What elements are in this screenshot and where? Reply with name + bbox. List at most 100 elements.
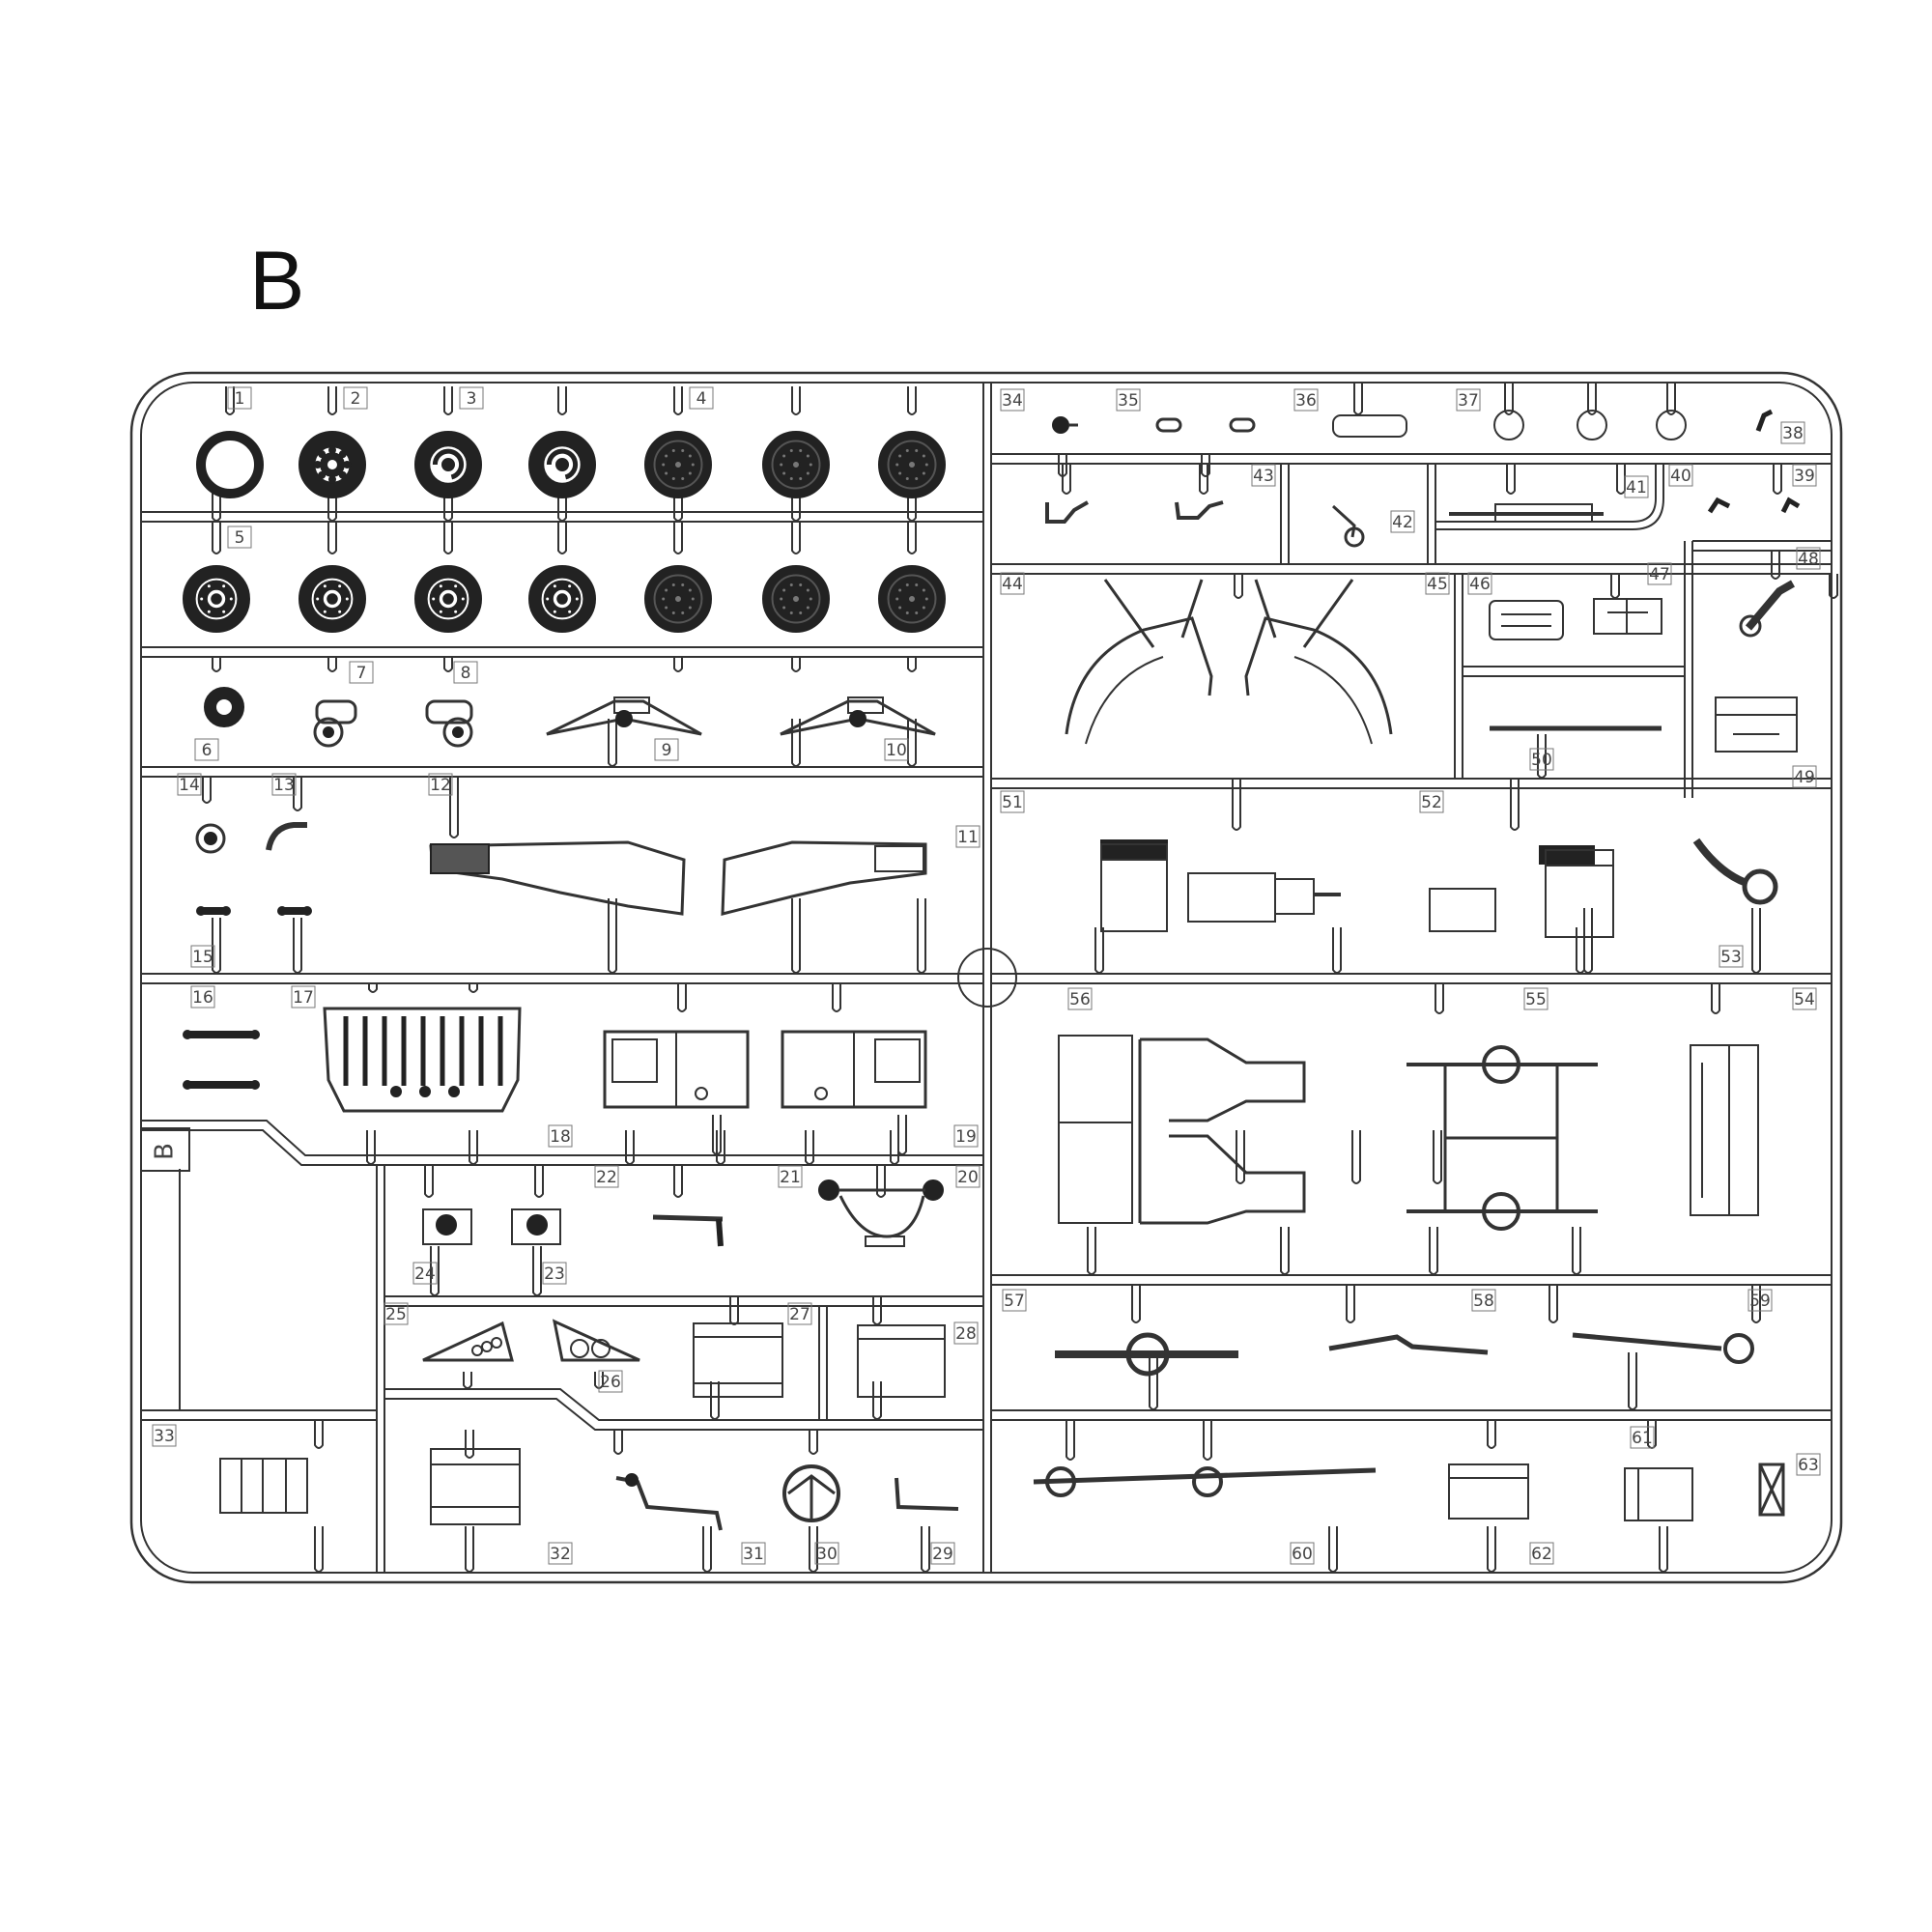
part-3: [414, 431, 482, 498]
part-6: [762, 431, 830, 498]
part-number: 20: [957, 1168, 979, 1187]
part-tag: 57: [1002, 1289, 1027, 1312]
gate: [1659, 1526, 1668, 1573]
gate: [1610, 574, 1620, 599]
gate: [710, 1381, 720, 1420]
part-number: 58: [1473, 1292, 1494, 1311]
part-number: 11: [957, 828, 979, 847]
part-number: 28: [955, 1324, 977, 1344]
part-number: 48: [1798, 550, 1819, 569]
gate: [1711, 983, 1720, 1014]
part-tag: 34: [1000, 388, 1025, 412]
gate: [463, 1372, 472, 1389]
part-tag: 30: [814, 1542, 839, 1565]
part-number: 19: [955, 1127, 977, 1147]
part-number: 41: [1626, 478, 1647, 497]
part-tag: 16: [190, 985, 215, 1009]
gate: [907, 481, 917, 522]
part-number: 54: [1794, 990, 1815, 1009]
gate: [314, 1420, 324, 1449]
gate: [791, 522, 801, 554]
part-22: [603, 1030, 750, 1109]
part-61: [1624, 1467, 1693, 1521]
part-tag: 12: [428, 773, 453, 796]
part-56: [1138, 1037, 1306, 1225]
gate: [917, 898, 926, 974]
part-number: 34: [1002, 391, 1023, 411]
part-30: [782, 1464, 840, 1522]
part-number: 38: [1782, 424, 1804, 443]
part-number: 22: [596, 1168, 617, 1187]
part-34: [1052, 416, 1078, 434]
part-28: [857, 1324, 946, 1398]
part-tag: 8: [453, 661, 478, 684]
part-tag: 3: [459, 386, 484, 410]
part-tag: 2: [343, 386, 368, 410]
gate: [907, 657, 917, 672]
part-number: 9: [662, 741, 672, 760]
gate: [907, 522, 917, 554]
part-number: 5: [235, 528, 245, 548]
part-17-top: [277, 906, 312, 916]
gate: [314, 1526, 324, 1573]
gate: [1487, 1420, 1496, 1449]
frame-mark: B: [151, 1143, 180, 1160]
part-number: 61: [1632, 1429, 1653, 1448]
part-tag: 47: [1647, 562, 1672, 585]
part-number: 62: [1531, 1545, 1552, 1564]
part-26: [552, 1319, 640, 1362]
gate: [469, 1130, 478, 1165]
part-57: [1055, 1332, 1238, 1377]
part-number: 12: [430, 776, 451, 795]
part-tag: 14: [177, 773, 202, 796]
part-tag: 44: [1000, 572, 1025, 595]
part-8: [425, 699, 473, 748]
part-tag: 53: [1719, 945, 1744, 968]
part-52-block: [1545, 849, 1614, 938]
gate: [832, 983, 841, 1012]
gate: [673, 522, 683, 554]
part-tag: 33: [152, 1424, 177, 1447]
part-number: 3: [467, 389, 477, 409]
gate: [1065, 1420, 1075, 1461]
part-number: 31: [743, 1545, 764, 1564]
part-33: [219, 1458, 308, 1514]
gate: [809, 1430, 818, 1455]
part-number: 14: [179, 776, 200, 795]
part-number: 6: [202, 741, 213, 760]
part-number: 49: [1794, 768, 1815, 787]
part-32: [430, 1448, 521, 1525]
part-21: [652, 1214, 724, 1247]
part-13: [266, 822, 307, 851]
gate: [625, 1130, 635, 1165]
part-tag: 13: [271, 773, 297, 796]
part-59: [1572, 1332, 1754, 1364]
part-46: [1489, 600, 1564, 640]
gate: [1201, 454, 1210, 477]
part-23-box: [511, 1208, 561, 1245]
gate: [1548, 1285, 1558, 1323]
part-7: [878, 431, 946, 498]
part-row2-2: [298, 565, 366, 633]
gate: [225, 386, 235, 415]
part-tag: 50: [1529, 748, 1554, 771]
part-tag: 25: [384, 1302, 409, 1325]
sprue-frame: [129, 371, 1843, 1584]
gate: [443, 481, 453, 522]
gate: [1572, 1227, 1581, 1275]
part-row2-6: [762, 565, 830, 633]
part-tag: 7: [349, 661, 374, 684]
part-54: [1690, 1044, 1759, 1216]
part-51-block: [1100, 843, 1168, 932]
part-47-arm: [1331, 504, 1365, 548]
part-number: 37: [1458, 391, 1479, 411]
part-41: [1449, 503, 1604, 523]
part-27: [693, 1322, 783, 1398]
gate: [1094, 927, 1104, 974]
part-tag: 27: [787, 1302, 812, 1325]
gate: [702, 1526, 712, 1573]
gate: [876, 1165, 886, 1198]
part-number: 33: [154, 1427, 175, 1446]
